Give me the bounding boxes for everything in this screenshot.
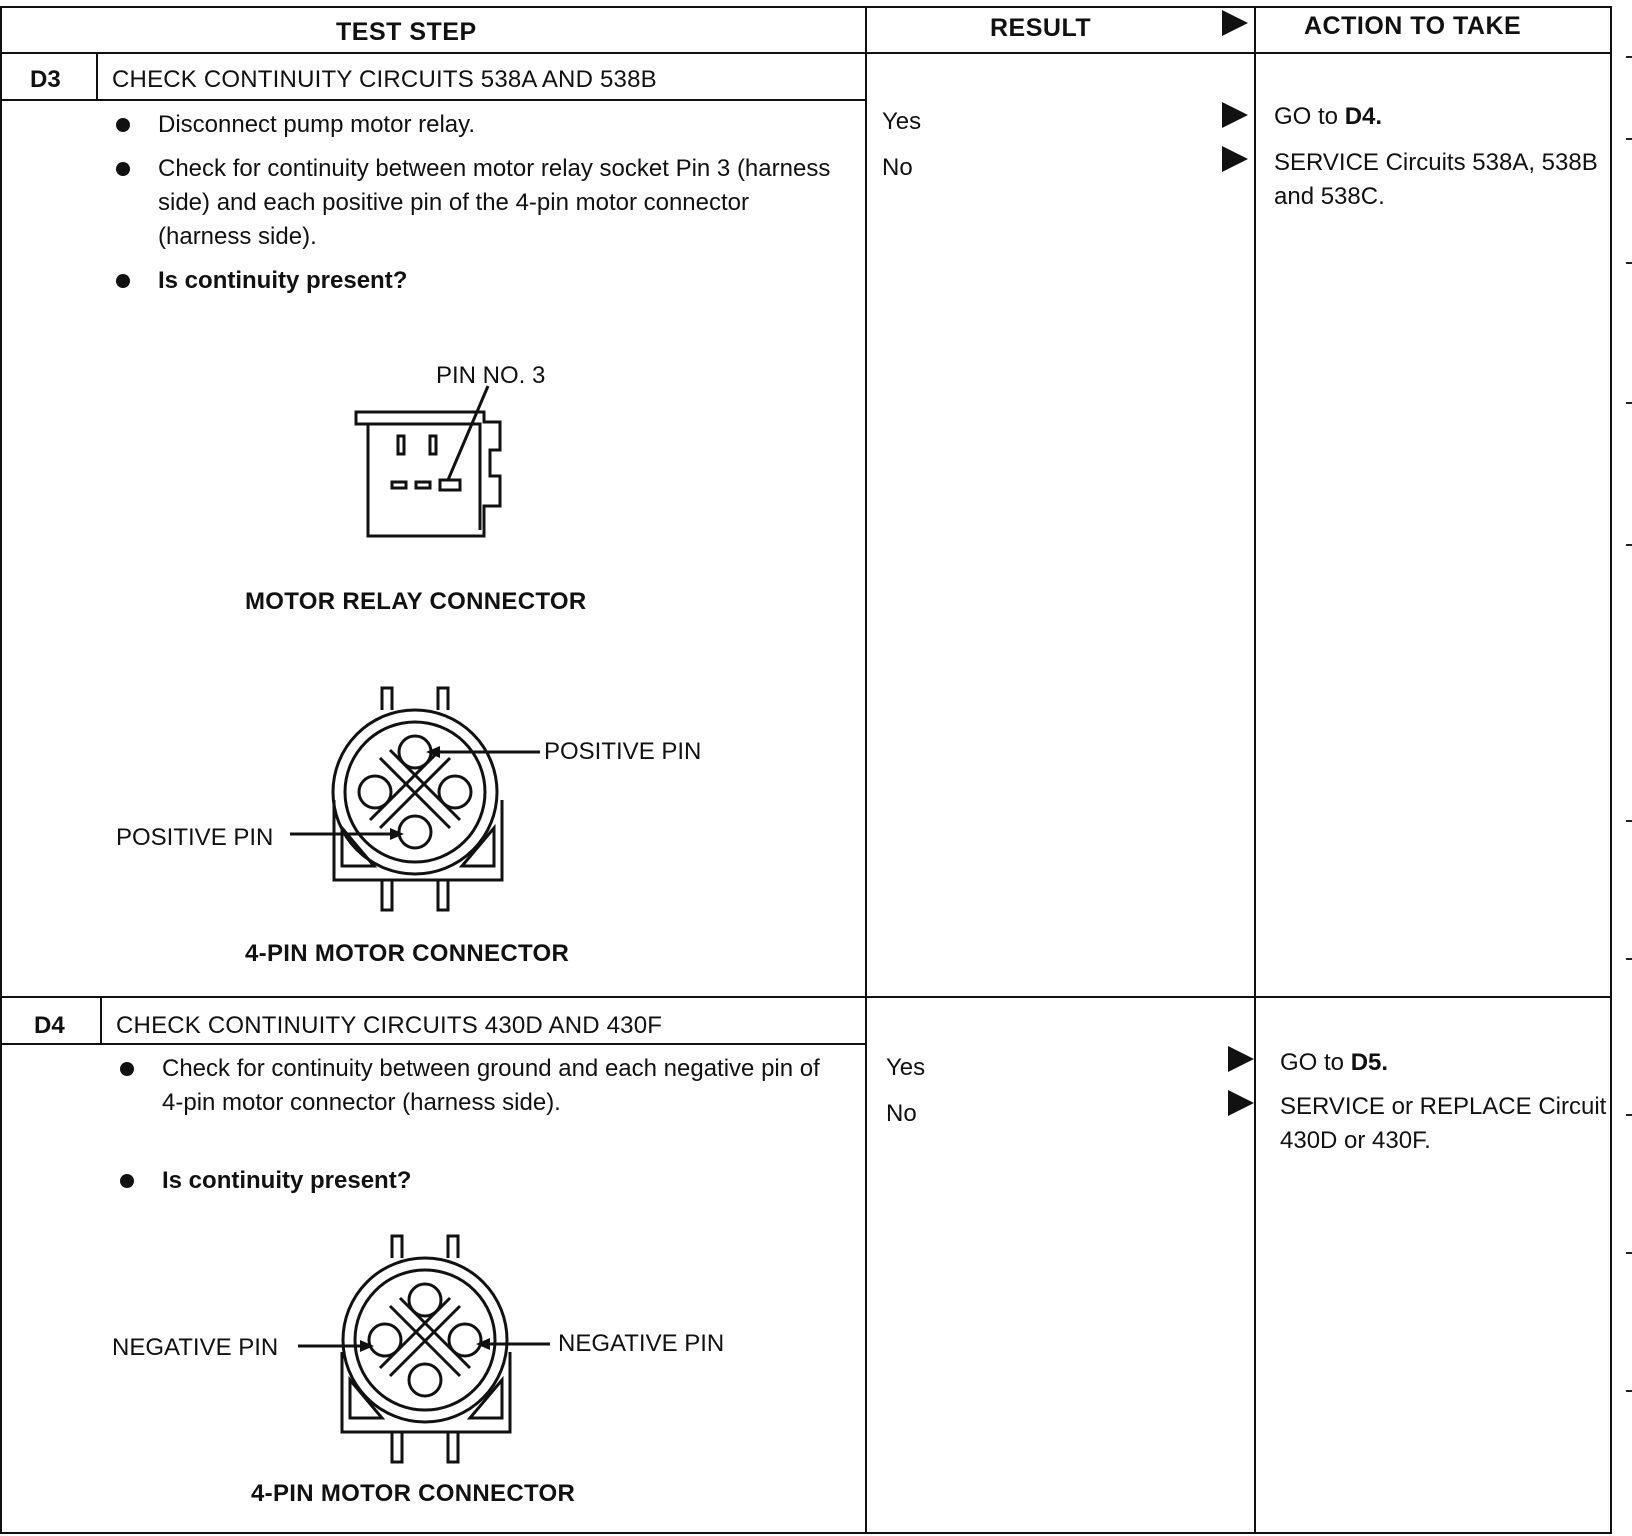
d3-result-yes: Yes (882, 108, 922, 135)
divider-result-col (865, 6, 867, 1534)
positive-pin-label-left: POSITIVE PIN (116, 824, 274, 851)
divider-action-col (1254, 6, 1256, 1534)
d4-result-yes: Yes (886, 1054, 926, 1081)
step-id-d3: D3 (30, 66, 61, 93)
header-test-step: TEST STEP (336, 18, 477, 46)
bullet-icon (116, 274, 130, 288)
margin-tick (1626, 138, 1632, 140)
negative-pin-label-right: NEGATIVE PIN (558, 1330, 725, 1357)
margin-tick (1626, 1252, 1632, 1254)
d3-result-no: No (882, 154, 913, 181)
margin-tick (1626, 262, 1632, 264)
header-result: RESULT (990, 14, 1092, 42)
four-pin-motor-connector-caption-d3: 4-PIN MOTOR CONNECTOR (245, 940, 570, 967)
d4-action-yes: GO to D5. (1280, 1049, 1389, 1076)
d3-bullet-1: Disconnect pump motor relay. (116, 108, 838, 142)
motor-relay-connector-caption: MOTOR RELAY CONNECTOR (245, 588, 587, 615)
d3-id-divider (96, 52, 98, 100)
step-title-d3: CHECK CONTINUITY CIRCUITS 538A AND 538B (112, 66, 657, 93)
d4-no-arrow-icon (1228, 1090, 1254, 1116)
four-pin-motor-connector-caption-d4: 4-PIN MOTOR CONNECTOR (251, 1480, 576, 1507)
margin-tick (1626, 820, 1632, 822)
header-action: ACTION TO TAKE (1304, 12, 1522, 40)
bullet-icon (116, 162, 130, 176)
d3-bullet-2: Check for continuity between motor relay… (116, 152, 838, 254)
header-underline (0, 52, 1612, 54)
d4-title-underline (0, 1043, 866, 1045)
d3-action-yes: GO to D4. (1274, 103, 1383, 130)
margin-tick (1626, 544, 1632, 546)
header-arrow-icon (1222, 10, 1248, 36)
four-pin-motor-connector-negative-drawing (298, 1234, 550, 1464)
margin-tick (1626, 1114, 1632, 1116)
diagnostic-table (0, 6, 1612, 1534)
d3-title-underline (0, 99, 866, 101)
d3-yes-arrow-icon (1222, 102, 1248, 128)
d3-bullet-3: Is continuity present? (116, 264, 838, 298)
bullet-icon (116, 118, 130, 132)
margin-tick (1626, 1390, 1632, 1392)
motor-relay-connector-drawing (354, 385, 502, 538)
margin-tick (1626, 56, 1632, 58)
d4-bullet-1: Check for continuity between ground and … (120, 1052, 842, 1120)
four-pin-motor-connector-positive-drawing (290, 686, 540, 912)
margin-tick (1626, 958, 1632, 960)
margin-tick (1626, 402, 1632, 404)
d4-id-divider (100, 996, 102, 1044)
d4-result-no: No (886, 1100, 917, 1127)
step-title-d4: CHECK CONTINUITY CIRCUITS 430D AND 430F (116, 1012, 663, 1039)
d4-action-no: SERVICE or REPLACE Circuit 430D or 430F. (1280, 1093, 1607, 1154)
pin-no-3-label: PIN NO. 3 (436, 362, 546, 389)
bullet-icon (120, 1174, 134, 1188)
positive-pin-label-right: POSITIVE PIN (544, 738, 702, 765)
d4-bullet-2: Is continuity present? (120, 1164, 842, 1198)
d4-yes-arrow-icon (1228, 1046, 1254, 1072)
negative-pin-label-left: NEGATIVE PIN (112, 1334, 279, 1361)
d3-action-no: SERVICE Circuits 538A, 538B and 538C. (1274, 149, 1598, 210)
row-separator-d3-d4 (0, 996, 1612, 998)
step-id-d4: D4 (34, 1012, 65, 1039)
d3-no-arrow-icon (1222, 146, 1248, 172)
bullet-icon (120, 1062, 134, 1076)
